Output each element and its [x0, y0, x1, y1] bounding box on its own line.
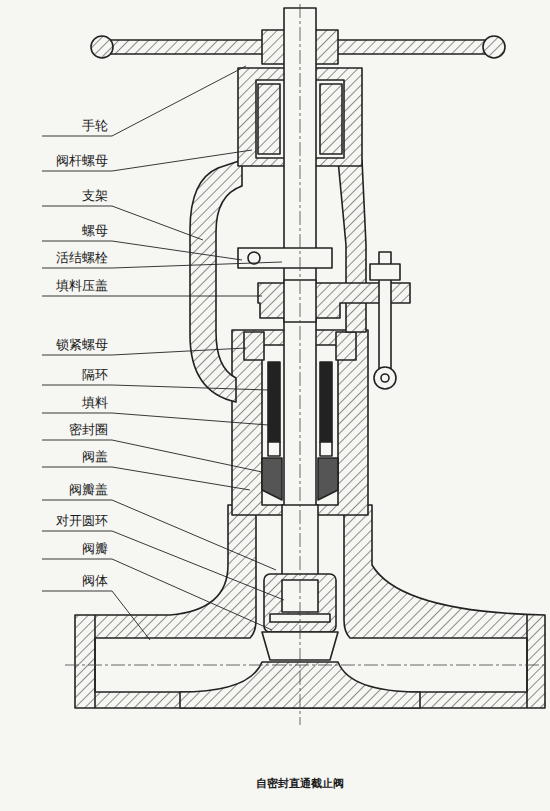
part-label: 阀杆螺母 — [56, 153, 108, 169]
caption: 自密封直通截止阀 — [256, 776, 344, 791]
centre-line — [65, 665, 545, 666]
part-label: 填料 — [82, 395, 108, 411]
part-label: 隔环 — [82, 367, 108, 383]
yoke — [190, 160, 242, 402]
leader-lines — [42, 66, 284, 640]
part-label: 阀体 — [82, 573, 108, 589]
part-label: 锁紧螺母 — [56, 337, 108, 353]
seal-ring — [262, 458, 282, 500]
spacer-ring — [268, 442, 280, 456]
stem-nut — [258, 84, 280, 154]
packing — [268, 362, 280, 442]
part-label: 螺母 — [82, 223, 108, 239]
part-label: 支架 — [82, 188, 108, 204]
part-label: 阀瓣盖 — [69, 482, 108, 498]
lock-nut — [244, 332, 264, 360]
part-label: 手轮 — [82, 118, 108, 134]
valve-body — [75, 505, 545, 708]
part-label: 对开圆环 — [56, 513, 108, 529]
part-label: 填料压盖 — [56, 278, 108, 294]
clamp-nut — [238, 248, 332, 268]
part-label: 阀盖 — [82, 449, 108, 465]
part-label: 阀瓣 — [82, 541, 108, 557]
part-label: 密封圈 — [69, 422, 108, 438]
part-label: 活结螺栓 — [56, 250, 108, 266]
